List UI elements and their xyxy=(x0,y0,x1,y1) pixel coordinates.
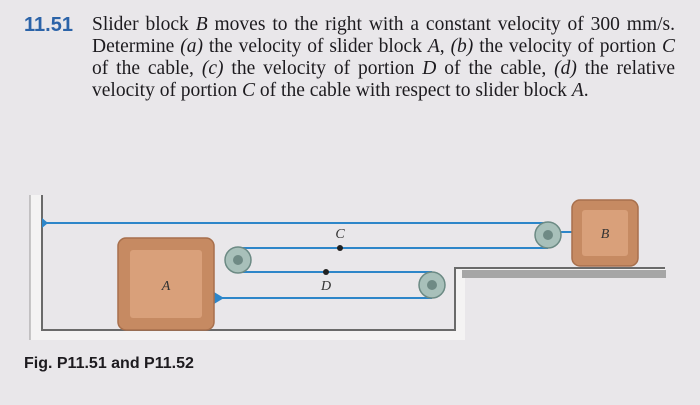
text-run: moves to the right with a constant veloc… xyxy=(92,14,676,57)
italic-symbol: C xyxy=(242,80,256,101)
text-run: the velocity of portion xyxy=(223,58,423,79)
pulley-figure: A B C D xyxy=(29,195,666,340)
text-run: , xyxy=(439,36,451,57)
block-a-label: A xyxy=(161,279,171,294)
pulley-on-ground xyxy=(418,271,446,299)
italic-symbol: A xyxy=(427,36,440,57)
problem-text: Slider block B moves to the right with a… xyxy=(92,8,675,102)
italic-symbol: A xyxy=(571,80,584,101)
italic-symbol: (a) xyxy=(180,36,203,57)
text-run: of the cable, xyxy=(436,58,555,79)
block-b: B xyxy=(571,199,639,267)
pulley-a-inner xyxy=(233,255,243,265)
text-run: the velocity of slider block xyxy=(202,36,428,57)
point-d: D xyxy=(320,269,331,294)
problem-statement: 11.51 Slider block B moves to the right … xyxy=(20,8,675,102)
point-d-label: D xyxy=(320,279,331,294)
text-run: of the cable, xyxy=(92,58,202,79)
ground xyxy=(29,195,666,340)
text-run: . xyxy=(583,80,589,101)
pulley-on-a xyxy=(224,246,252,274)
block-a-face xyxy=(130,250,202,318)
text-run: of the cable with respect to slider bloc… xyxy=(255,80,572,101)
italic-symbol: D xyxy=(422,58,437,79)
point-c: C xyxy=(335,227,345,251)
point-c-label: C xyxy=(335,227,345,242)
point-c-dot xyxy=(337,245,343,251)
italic-symbol: (b) xyxy=(450,36,474,57)
pulley-ground-inner xyxy=(427,280,437,290)
ground-outline xyxy=(41,195,665,331)
block-a: A xyxy=(117,237,215,331)
text-run: the relative velocity of portion xyxy=(92,58,675,101)
figure-caption: Fig. P11.51 and P11.52 xyxy=(24,355,194,372)
italic-symbol: (c) xyxy=(201,58,224,79)
problem-number: 11.51 xyxy=(24,14,73,36)
ground-hatch xyxy=(462,270,666,278)
text-run: Slider block xyxy=(92,14,196,35)
text-run: the velocity of portion xyxy=(473,36,662,57)
pulley-near-b xyxy=(534,221,562,249)
block-b-label: B xyxy=(601,227,610,242)
italic-symbol: C xyxy=(662,36,676,57)
block-b-face xyxy=(582,210,628,256)
cable-anchor-left xyxy=(42,218,48,228)
italic-symbol: (d) xyxy=(554,58,577,79)
cable-anchor-a xyxy=(214,292,224,304)
pulley-b-inner xyxy=(543,230,553,240)
point-d-dot xyxy=(323,269,329,275)
italic-symbol: B xyxy=(195,14,208,35)
